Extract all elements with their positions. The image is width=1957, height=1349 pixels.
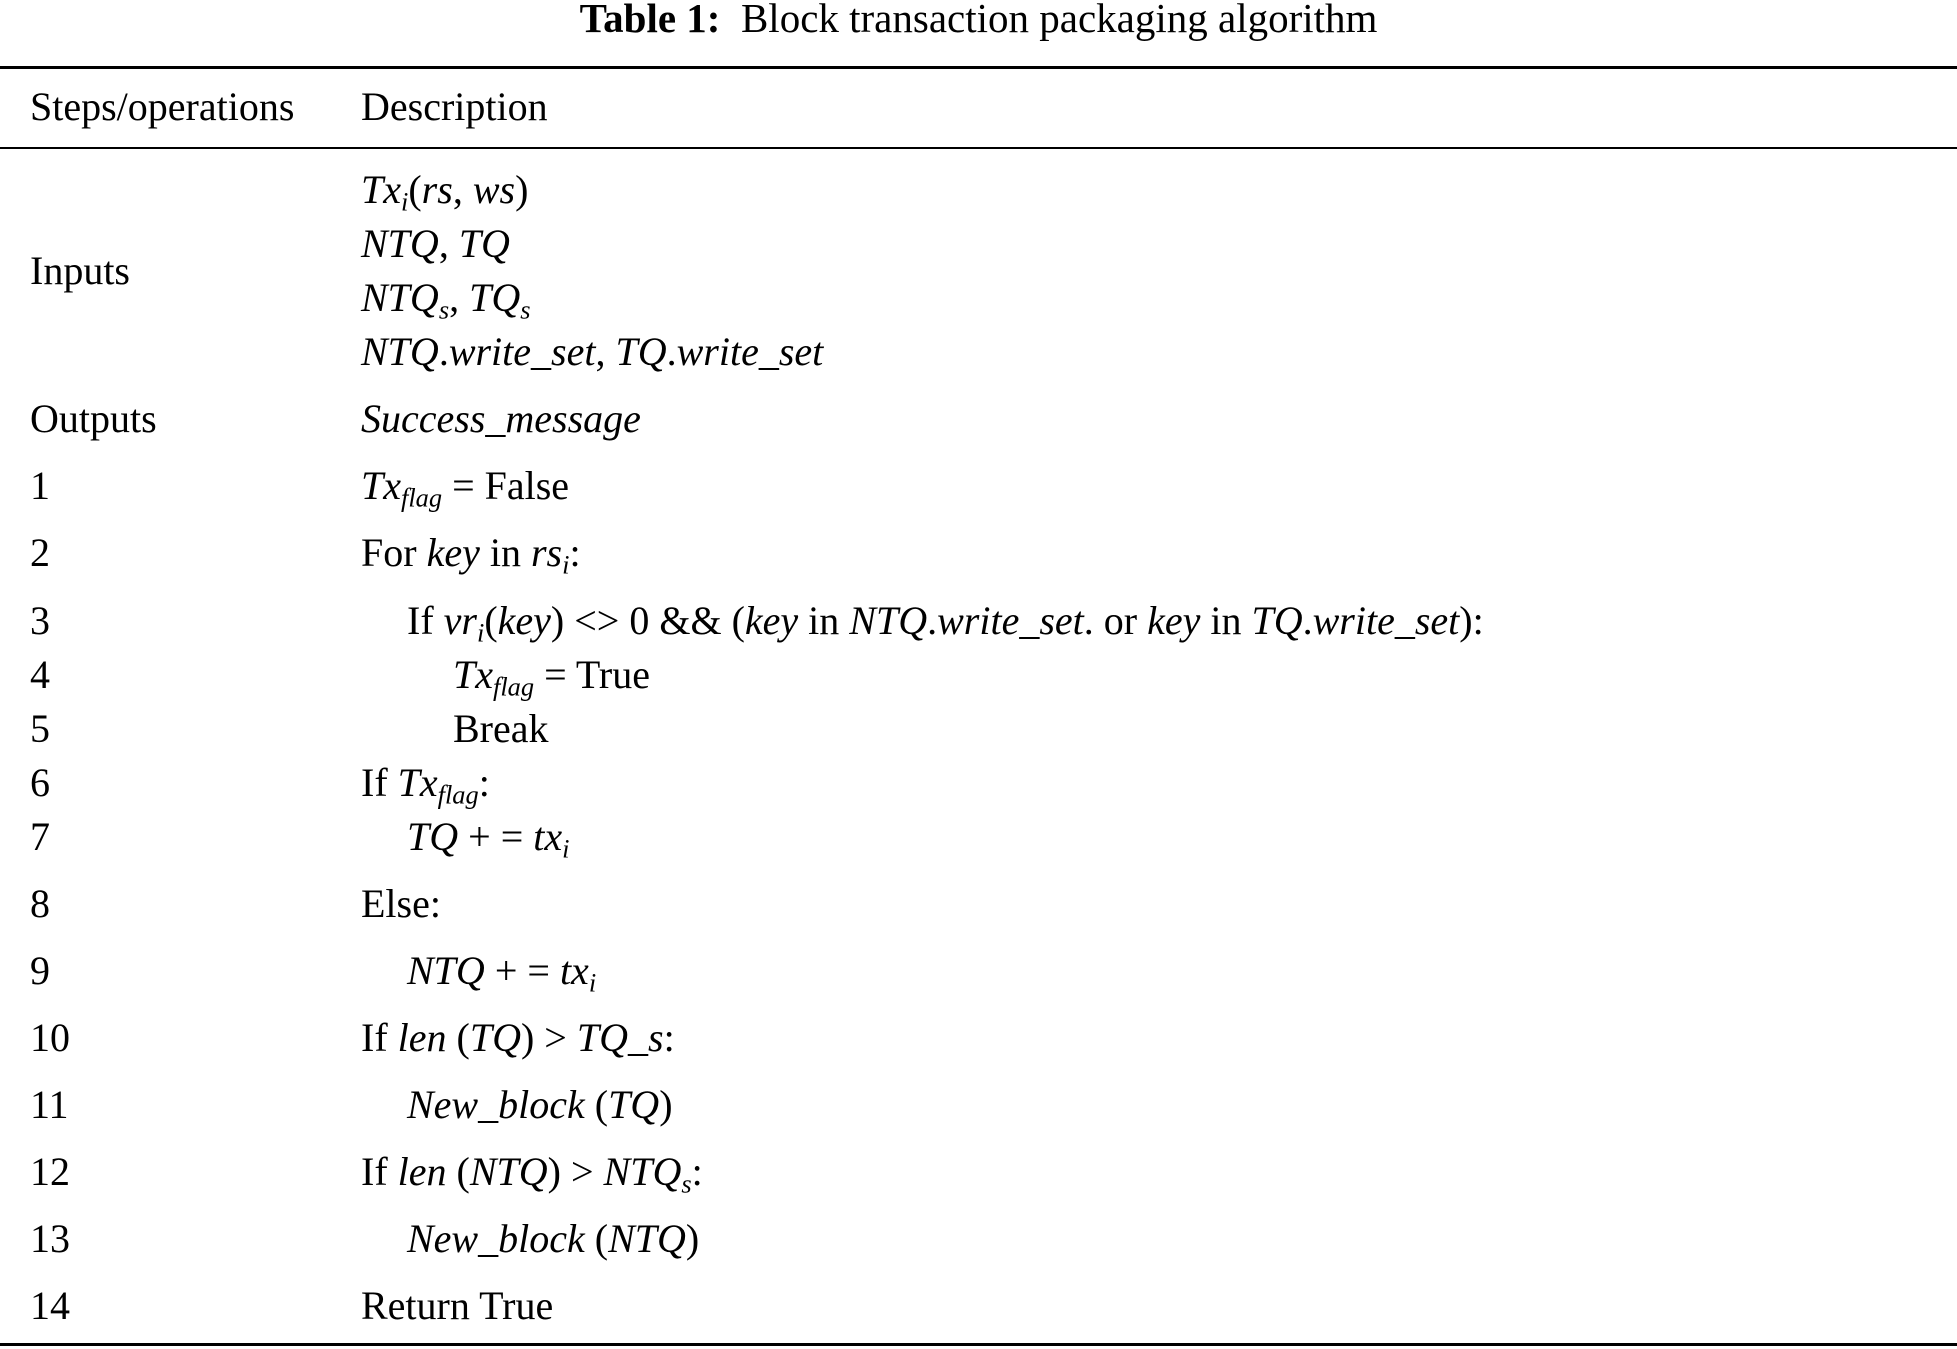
step-6: 6	[30, 760, 50, 805]
step-9-description: NTQ + = txi	[407, 948, 597, 998]
caption-title: Block transaction packaging algorithm	[740, 0, 1378, 41]
step-7-description: TQ + = txi	[407, 814, 570, 864]
step-4-description: Txflag = True	[453, 652, 650, 702]
step-10: 10	[30, 1015, 70, 1060]
inputs-line-2: NTQ, TQ	[361, 221, 510, 266]
header-description: Description	[361, 84, 548, 129]
table-caption: Table 1: Block transaction packaging alg…	[0, 0, 1957, 42]
top-rule	[0, 66, 1957, 69]
step-12: 12	[30, 1149, 70, 1194]
step-12-description: If len (NTQ) > NTQs:	[361, 1149, 703, 1199]
step-6-description: If Txflag:	[361, 760, 490, 810]
step-13: 13	[30, 1216, 70, 1261]
step-3-description: If vri(key) <> 0 && (key in NTQ.write_se…	[407, 598, 1484, 648]
step-14: 14	[30, 1283, 70, 1328]
step-5: 5	[30, 706, 50, 751]
step-7: 7	[30, 814, 50, 859]
step-13-description: New_block (NTQ)	[407, 1216, 700, 1261]
inputs-line-1: Txi(rs, ws)	[361, 167, 529, 217]
step-1: 1	[30, 463, 50, 508]
caption-label: Table 1:	[579, 0, 721, 41]
step-5-description: Break	[453, 706, 549, 751]
step-1-description: Txflag = False	[361, 463, 570, 513]
inputs-line-3: NTQs, TQs	[361, 275, 531, 325]
step-11: 11	[30, 1082, 69, 1127]
header-steps: Steps/operations	[30, 84, 295, 129]
step-9: 9	[30, 948, 50, 993]
step-3: 3	[30, 598, 50, 643]
step-inputs: Inputs	[30, 248, 130, 293]
step-2-description: For key in rsi:	[361, 530, 581, 580]
step-14-description: Return True	[361, 1283, 554, 1328]
step-10-description: If len (TQ) > TQ_s:	[361, 1015, 675, 1060]
outputs-description: Success_message	[361, 396, 641, 441]
step-11-description: New_block (TQ)	[407, 1082, 673, 1127]
step-2: 2	[30, 530, 50, 575]
step-4: 4	[30, 652, 50, 697]
inputs-line-4: NTQ.write_set, TQ.write_set	[361, 329, 824, 374]
step-outputs: Outputs	[30, 396, 157, 441]
bottom-rule	[0, 1343, 1957, 1346]
header-rule	[0, 147, 1957, 149]
step-8-description: Else:	[361, 881, 441, 926]
step-8: 8	[30, 881, 50, 926]
inputs-description: Txi(rs, ws) NTQ, TQ NTQs, TQs NTQ.write_…	[361, 163, 823, 379]
